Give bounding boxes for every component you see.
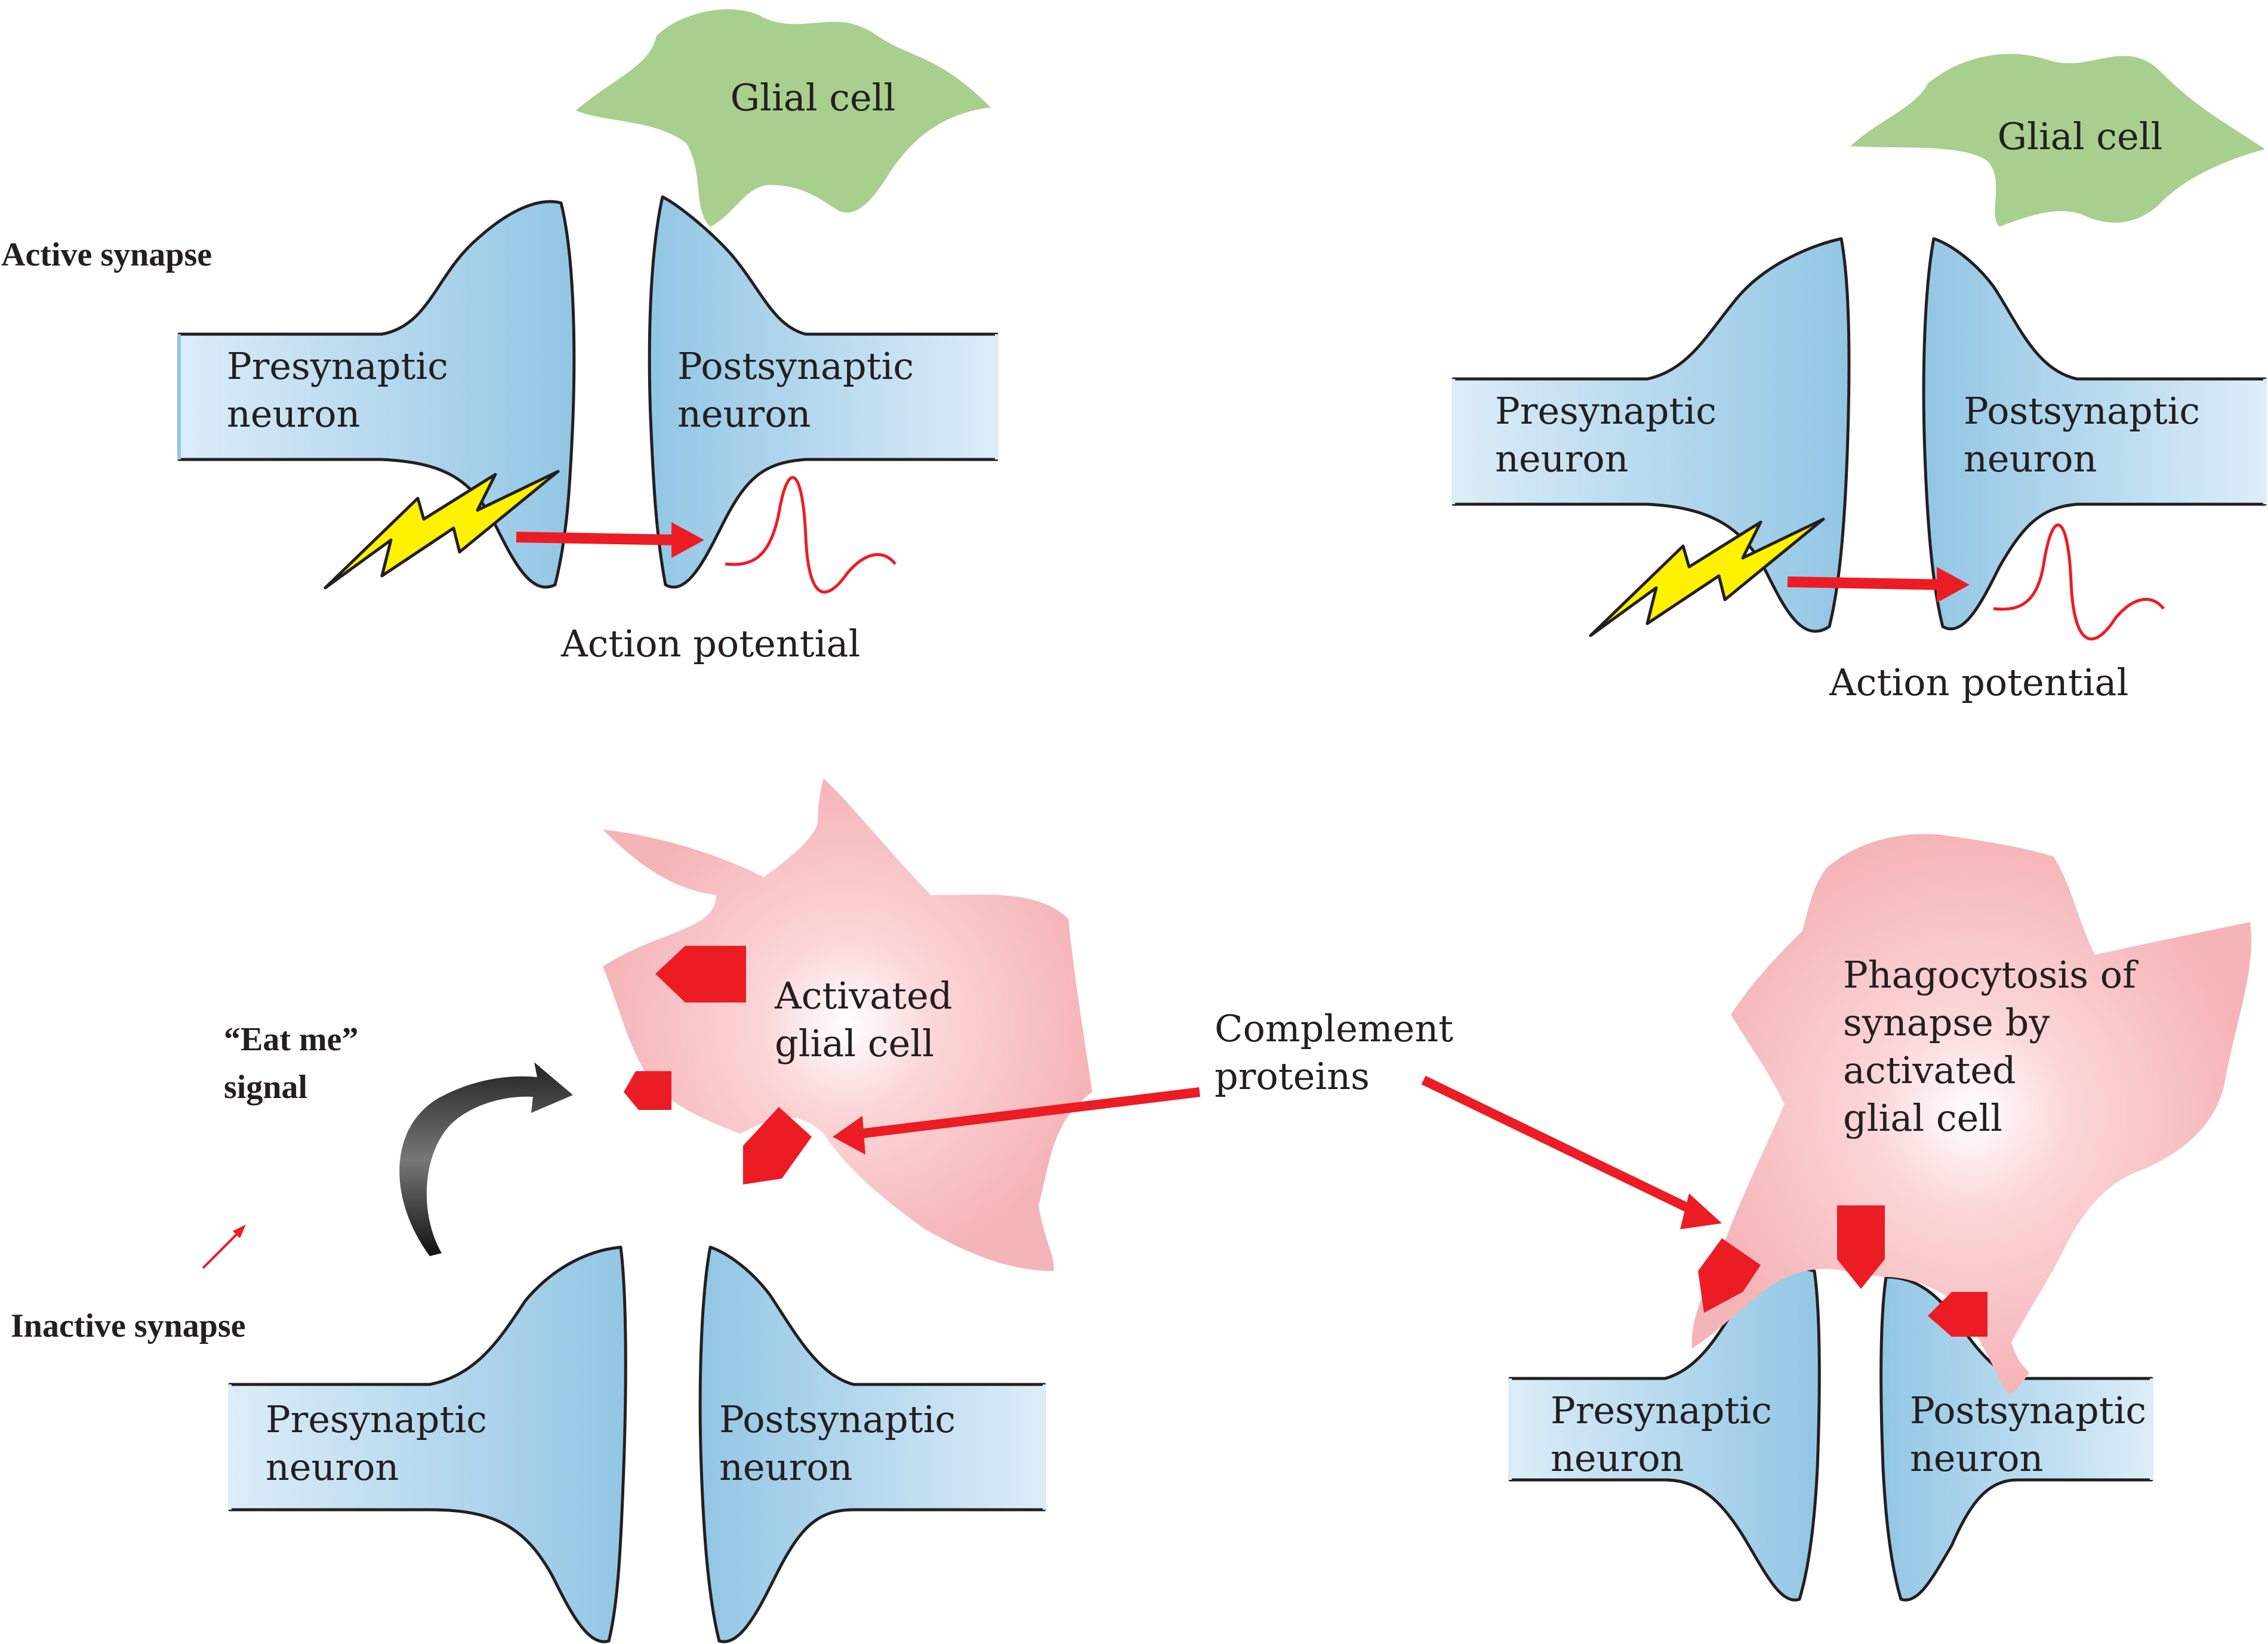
complement-protein-phago-3 <box>1928 1292 1987 1337</box>
postsynaptic-neuron <box>648 195 999 589</box>
complement-protein-1 <box>655 946 746 1003</box>
postsynaptic-label-2: neuron <box>677 392 811 436</box>
glial-cell-shape-right <box>1850 54 2265 227</box>
postsynaptic-label-inactive-1: Postsynaptic <box>719 1398 956 1441</box>
presynaptic-neuron-right <box>1452 237 1851 633</box>
phagocytosis-label-4: glial cell <box>1843 1096 2002 1140</box>
postsynaptic-neuron-inactive <box>698 1245 1046 1643</box>
lightning-bolt-icon <box>323 470 560 590</box>
active-synapse-label: Active synapse <box>1 236 212 273</box>
phagocytosis-label-2: synapse by <box>1843 1001 2050 1044</box>
presynaptic-label-1: Presynaptic <box>227 344 448 388</box>
presynaptic-label-right-2: neuron <box>1495 437 1628 480</box>
complement-protein-phago-2 <box>1837 1205 1885 1289</box>
presynaptic-label-phago-2: neuron <box>1551 1436 1684 1480</box>
presynaptic-label-2: neuron <box>227 392 360 436</box>
postsynaptic-label-right-1: Postsynaptic <box>1964 389 2200 433</box>
presynaptic-label-inactive-1: Presynaptic <box>266 1398 487 1441</box>
activated-glial-cell-shape-phago <box>1691 834 2251 1393</box>
phagocytosis-label-3: activated <box>1843 1048 2016 1092</box>
eat-me-curved-arrow <box>399 1062 573 1256</box>
postsynaptic-neuron-right <box>1922 237 2267 631</box>
eat-me-label-2: signal <box>224 1069 307 1106</box>
postsynaptic-label-inactive-2: neuron <box>719 1445 852 1489</box>
action-potential-trace-right <box>1993 523 2165 641</box>
presynaptic-label-phago-1: Presynaptic <box>1551 1389 1772 1432</box>
complement-protein-3 <box>743 1107 812 1185</box>
postsynaptic-label-phago-2: neuron <box>1910 1436 2043 1480</box>
phagocytosis-label-1: Phagocytosis of <box>1843 953 2138 997</box>
postsynaptic-label-phago-1: Postsynaptic <box>1910 1389 2146 1432</box>
glial-cell-label-right: Glial cell <box>1998 115 2163 158</box>
complement-protein-2 <box>624 1071 671 1110</box>
action-potential-trace <box>725 476 896 594</box>
complement-pointer-arrow-right <box>1421 1075 1722 1229</box>
phagocytosis-panel: Phagocytosis of synapse by activated gli… <box>1508 834 2251 1602</box>
activated-glial-label-2: glial cell <box>775 1022 934 1065</box>
glial-cell-shape <box>576 9 991 227</box>
activated-glial-label-1: Activated <box>774 974 953 1017</box>
glial-cell-label: Glial cell <box>731 76 896 119</box>
complement-label-1: Complement <box>1215 1007 1453 1050</box>
postsynaptic-label-right-2: neuron <box>1964 437 2097 480</box>
small-red-arrow <box>202 1224 246 1269</box>
presynaptic-neuron-phago <box>1508 1267 1821 1602</box>
active-synapse-panel: Glial cell Presynaptic neuron Postsynapt… <box>1 9 999 665</box>
lightning-bolt-icon-right <box>1589 517 1825 637</box>
presynaptic-neuron-inactive <box>228 1245 627 1643</box>
active-synapse-panel-right: Glial cell Presynaptic neuron Postsynapt… <box>1452 54 2267 704</box>
presynaptic-label-right-1: Presynaptic <box>1495 389 1717 433</box>
eat-me-label-1: “Eat me” <box>224 1021 359 1058</box>
complement-pointer-arrow <box>833 1087 1200 1155</box>
inactive-synapse-panel: Activated glial cell “Eat me” signal Ina… <box>11 779 1200 1643</box>
inactive-synapse-label: Inactive synapse <box>11 1307 246 1344</box>
complement-protein-phago-1 <box>1698 1238 1761 1313</box>
action-potential-label: Action potential <box>560 622 860 665</box>
presynaptic-label-inactive-2: neuron <box>266 1445 399 1489</box>
complement-label-2: proteins <box>1215 1054 1370 1098</box>
postsynaptic-label-1: Postsynaptic <box>677 344 914 388</box>
activated-glial-cell-shape <box>603 779 1092 1271</box>
postsynaptic-neuron-phago <box>1879 1275 2153 1602</box>
signal-arrow-right <box>1787 567 1970 603</box>
action-potential-label-right: Action potential <box>1829 661 2128 704</box>
signal-arrow <box>516 522 704 558</box>
